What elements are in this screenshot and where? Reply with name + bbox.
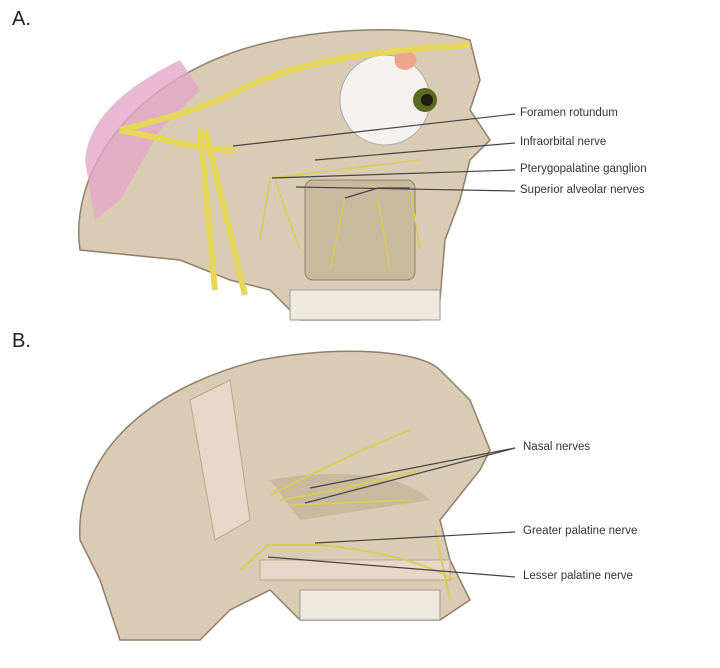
panel-b-label: B. [12, 330, 31, 352]
panel-a-label: A. [12, 8, 31, 30]
panel-a-skull [78, 29, 491, 321]
label-greater-palatine-nerve: Greater palatine nerve [523, 525, 638, 537]
panel-b-skull [79, 350, 491, 641]
trigeminal-nerve [119, 42, 471, 296]
label-nasal-nerves: Nasal nerves [523, 441, 591, 453]
label-foramen-rotundum: Foramen rotundum [520, 107, 618, 119]
panel-b-leader-lines [267, 447, 516, 578]
label-lesser-palatine-nerve: Lesser palatine nerve [523, 570, 633, 582]
panel-a-leader-lines [232, 113, 516, 199]
label-infraorbital-nerve: Infraorbital nerve [520, 136, 607, 148]
label-superior-alveolar-nerves: Superior alveolar nerves [520, 184, 645, 196]
label-pterygopalatine-ganglion: Pterygopalatine ganglion [520, 163, 647, 175]
